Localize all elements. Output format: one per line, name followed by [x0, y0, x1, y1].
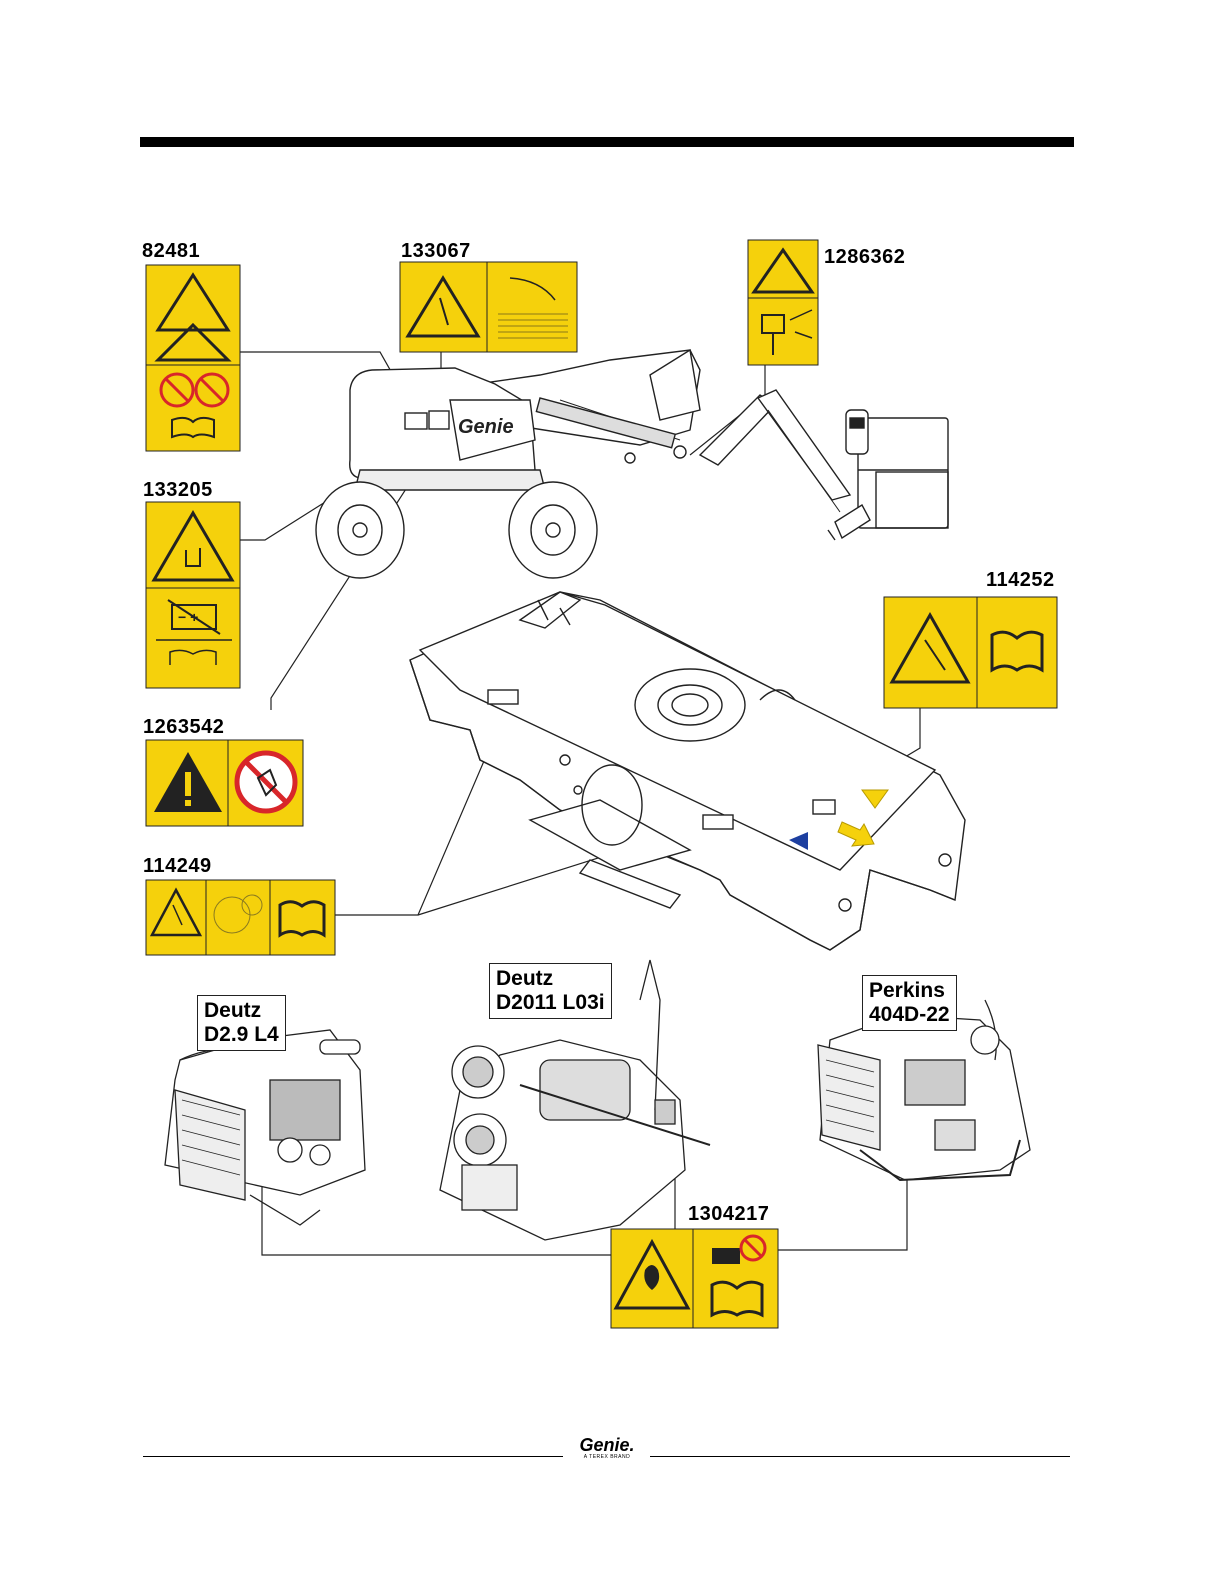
- engine-label-perkins: Perkins 404D-22: [862, 975, 957, 1031]
- engine-label-line1: Perkins: [869, 979, 950, 1003]
- footer-rule-right: [650, 1456, 1070, 1457]
- engine-label-deutz-d2011: Deutz D2011 L03i: [489, 963, 612, 1019]
- decal-114252: [884, 597, 1057, 708]
- footer-logo-word: Genie.: [567, 1436, 647, 1454]
- chassis-drawing: [410, 592, 965, 950]
- engine-label-line2: D2011 L03i: [496, 991, 605, 1015]
- decal-133205: − +: [146, 502, 240, 688]
- machine-brand-text: Genie: [458, 416, 514, 438]
- decal-1286362: [748, 240, 818, 365]
- engine-deutz-d29-drawing: [165, 1030, 365, 1225]
- decal-1304217: [611, 1229, 778, 1328]
- decal-114249: [146, 880, 335, 955]
- engine-label-line2: D2.9 L4: [204, 1023, 279, 1047]
- decal-1263542: [146, 740, 303, 826]
- engine-label-line1: Deutz: [496, 967, 605, 991]
- engine-label-line2: 404D-22: [869, 1003, 950, 1027]
- engine-label-line1: Deutz: [204, 999, 279, 1023]
- boom-lift-drawing: [316, 350, 948, 578]
- decal-82481: [146, 265, 240, 451]
- engine-label-deutz-d29: Deutz D2.9 L4: [197, 995, 286, 1051]
- decal-133067: [400, 262, 577, 352]
- footer-logo: Genie. A TEREX BRAND: [567, 1436, 647, 1460]
- footer-rule-left: [143, 1456, 563, 1457]
